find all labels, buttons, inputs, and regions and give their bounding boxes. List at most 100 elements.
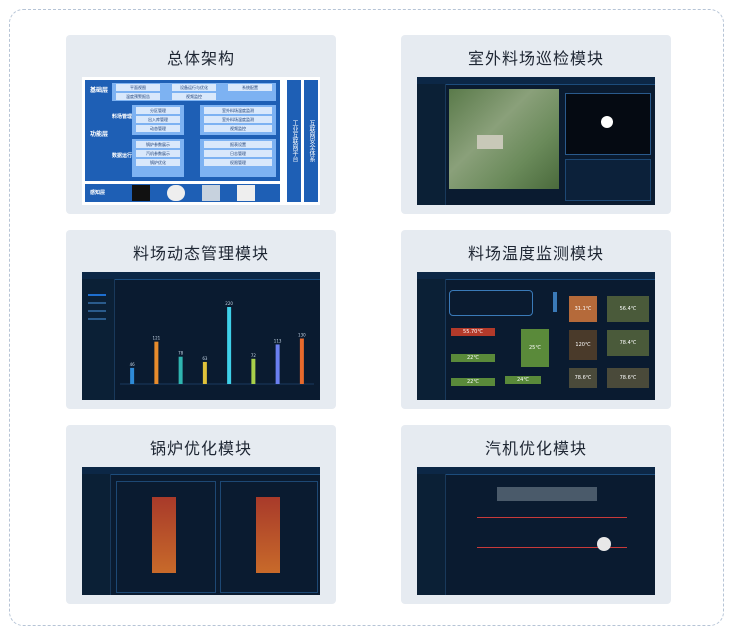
arch-box: 温度预警报告: [116, 93, 160, 100]
arch-box: 系统配置: [228, 84, 272, 91]
card-architecture[interactable]: 总体架构 基础层 功能层 料场管理 数据运行 平面视图 设备运行与优化 系统配置…: [66, 35, 336, 214]
top-bar: [417, 77, 655, 85]
bar[interactable]: [299, 338, 304, 385]
left-nav: [82, 474, 111, 595]
outdoor-patrol-screenshot: [417, 77, 655, 205]
satellite-map: [449, 89, 559, 189]
bar[interactable]: [275, 344, 280, 384]
boiler-panel-2: [220, 481, 318, 593]
card-outdoor-patrol[interactable]: 室外料场巡检模块: [401, 35, 671, 214]
left-nav: [82, 279, 115, 400]
pipe-line: [477, 517, 627, 518]
arch-box: 视频监控: [204, 125, 272, 132]
bar-value-label: 220: [225, 301, 233, 306]
bar[interactable]: [130, 367, 135, 384]
bar-value-label: 46: [130, 362, 136, 367]
pipe-line: [477, 547, 627, 548]
arch-box: 权限管理: [204, 159, 272, 166]
bar-value-label: 113: [274, 338, 282, 343]
top-bar: [82, 467, 320, 475]
bar-value-label: 72: [251, 353, 257, 358]
architecture-diagram: 基础层 功能层 料场管理 数据运行 平面视图 设备运行与优化 系统配置 温度预警…: [82, 77, 320, 205]
arch-box: 设备运行与优化: [172, 84, 216, 91]
card-title: 锅炉优化模块: [149, 439, 252, 458]
bar-value-label: 78: [178, 351, 184, 356]
arch-box: 报表设置: [204, 141, 272, 148]
boiler-furnace-2: [256, 497, 280, 573]
boiler-screenshot: [82, 467, 320, 595]
arch-box: 锅炉参数展示: [136, 141, 180, 148]
card-title: 料场温度监测模块: [467, 244, 604, 263]
bar[interactable]: [202, 361, 207, 384]
card-turbine-optimization[interactable]: 汽机优化模块: [401, 425, 671, 604]
left-nav: [417, 84, 446, 205]
temperature-screenshot: 31.1℃ 56.4℃ 55.70℃ 25℃ 120℃ 78.4℃ 22℃ 22…: [417, 272, 655, 400]
top-bar: [417, 272, 655, 280]
storage-zone: [449, 290, 533, 316]
arch-box: 日志管理: [204, 150, 272, 157]
arch-box: 动态管理: [136, 125, 180, 132]
card-temperature-monitoring[interactable]: 料场温度监测模块 31.1℃ 56.4℃ 55.70℃ 25℃ 120℃ 78.…: [401, 230, 671, 409]
turbine-unit: [497, 487, 597, 501]
arch-side-security: 互联网安全体系: [304, 80, 318, 202]
yard-area: [477, 135, 503, 149]
info-panel: [565, 159, 651, 201]
nav-item[interactable]: [88, 302, 106, 304]
arch-label-tech: 基础层: [90, 87, 109, 94]
nav-item[interactable]: [88, 318, 106, 320]
dome-camera-icon: [237, 185, 255, 201]
arch-box: 平面视图: [116, 84, 160, 91]
temp-cell[interactable]: 78.6℃: [569, 368, 597, 388]
arch-box: 汽机参数展示: [136, 150, 180, 157]
nav-item[interactable]: [88, 294, 106, 296]
top-bar: [82, 272, 320, 280]
temp-cell[interactable]: 56.4℃: [607, 296, 649, 322]
card-boiler-optimization[interactable]: 锅炉优化模块: [66, 425, 336, 604]
sensor-icon: [167, 185, 185, 201]
nav-item[interactable]: [88, 310, 106, 312]
boiler-furnace-1: [152, 497, 176, 573]
arch-box: 视频监控: [172, 93, 216, 100]
server-icon: [202, 185, 220, 201]
card-title: 室外料场巡检模块: [467, 49, 604, 68]
arch-box: 室外料场温度监测: [204, 116, 272, 123]
temp-cell-alarm[interactable]: 55.70℃: [451, 328, 495, 336]
turbine-screenshot: [417, 467, 655, 595]
arch-side-platform: 工业互联网平台: [287, 80, 301, 202]
bar-value-label: 63: [202, 356, 208, 361]
temp-cell[interactable]: 24℃: [505, 376, 541, 384]
temp-cell[interactable]: 78.6℃: [607, 368, 649, 388]
play-icon[interactable]: [601, 116, 613, 128]
temp-cell[interactable]: 22℃: [451, 378, 495, 386]
arch-label-monitor: 数据运行: [112, 153, 133, 159]
bar[interactable]: [154, 341, 159, 384]
arch-box: 出入库管理: [136, 116, 180, 123]
arch-label-device: 感知层: [90, 190, 106, 196]
left-nav: [417, 279, 446, 400]
bar-value-label: 130: [298, 333, 306, 338]
temp-cell-hot[interactable]: 31.1℃: [569, 296, 597, 322]
camera-icon: [132, 185, 150, 201]
temp-cell-warning[interactable]: 120℃: [569, 330, 597, 360]
arch-box: 室外料场温度监测: [204, 107, 272, 114]
outer-frame: [9, 9, 724, 626]
left-nav: [417, 474, 446, 595]
boiler-panel-1: [116, 481, 216, 593]
top-bar: [417, 467, 655, 475]
divider: [553, 292, 557, 312]
arch-box: 分区管理: [136, 107, 180, 114]
temp-cell[interactable]: 25℃: [521, 329, 549, 367]
arch-label-storage: 料场管理: [112, 114, 133, 120]
bar[interactable]: [251, 358, 256, 384]
pump-icon: [597, 537, 611, 551]
bar[interactable]: [178, 356, 183, 384]
temp-cell[interactable]: 78.4℃: [607, 330, 649, 356]
card-title: 总体架构: [166, 49, 235, 68]
temp-cell[interactable]: 22℃: [451, 354, 495, 362]
bar[interactable]: [227, 307, 232, 384]
arch-label-func: 功能层: [90, 131, 109, 138]
arch-box: 锅炉优化: [136, 159, 180, 166]
